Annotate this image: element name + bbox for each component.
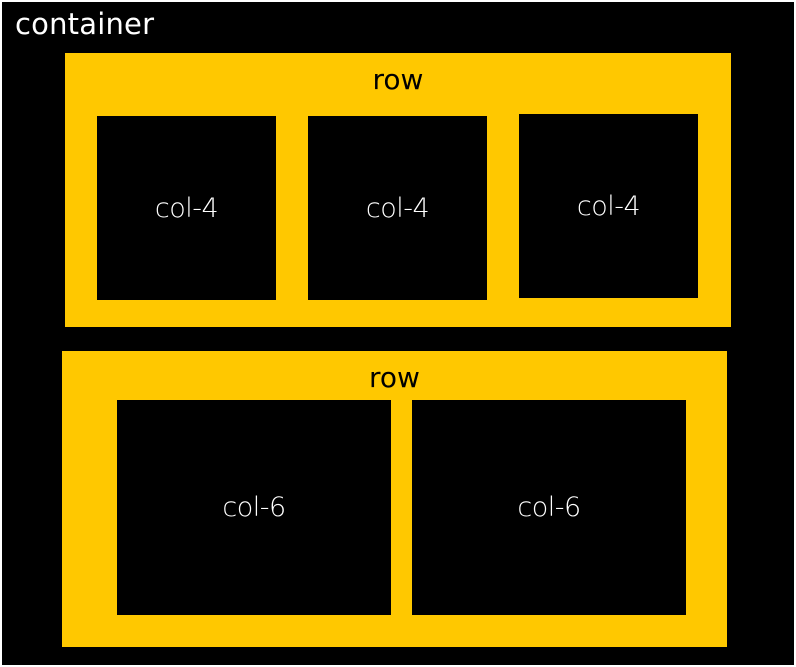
row-2-col-1: col-6 — [117, 400, 391, 615]
row-1-col-3-label: col-4 — [576, 190, 641, 222]
row-2-col-2-label: col-6 — [517, 492, 581, 523]
row-2-col-2: col-6 — [412, 400, 686, 615]
row-1-col-2: col-4 — [308, 116, 487, 300]
row-1-col-3: col-4 — [519, 114, 698, 298]
row-2: row col-6 col-6 — [62, 351, 727, 647]
row-1-label: row — [372, 63, 424, 96]
row-1-col-1: col-4 — [97, 116, 276, 300]
row-1: row col-4 col-4 col-4 — [65, 53, 731, 327]
row-2-label: row — [369, 361, 420, 394]
row-2-col-1-label: col-6 — [222, 492, 286, 523]
container-label: container — [15, 7, 155, 41]
row-1-col-1-label: col-4 — [154, 192, 219, 224]
row-1-col-2-label: col-4 — [365, 192, 430, 224]
